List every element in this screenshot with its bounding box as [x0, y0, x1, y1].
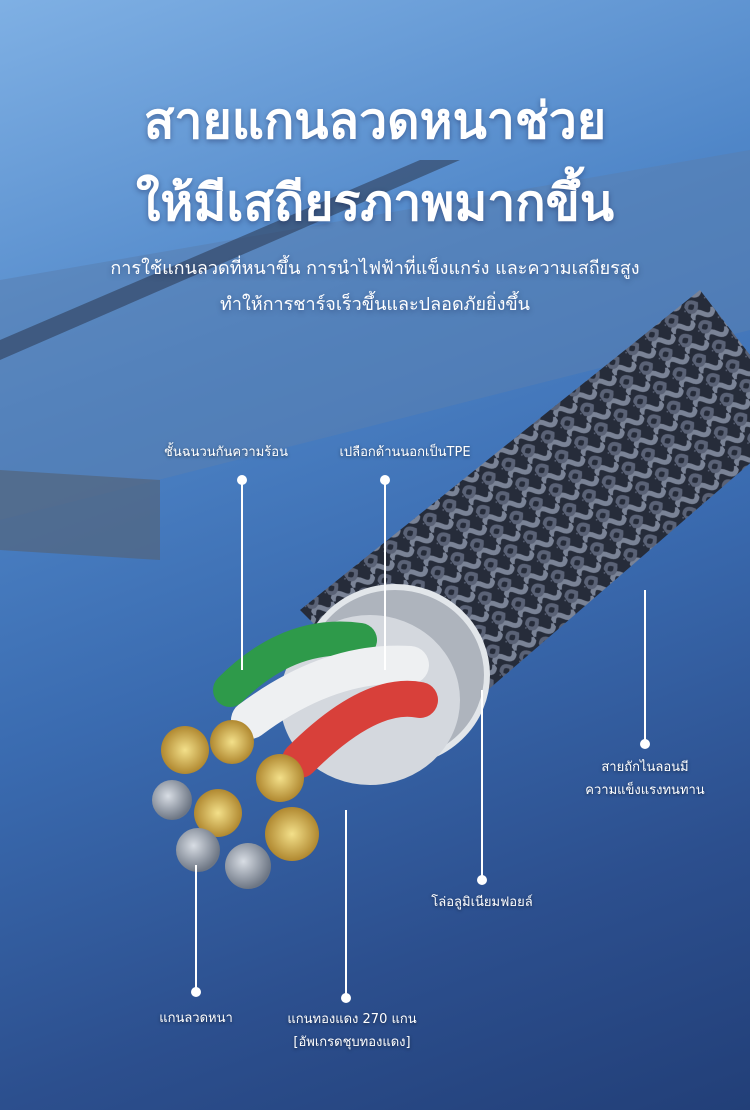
headline-line-1: สายแกนลวดหนาช่วย [143, 92, 607, 150]
copper-strand [161, 726, 209, 774]
subheadline-line-2: ทำให้การชาร์จเร็วขึ้นและปลอดภัยยิ่งขึ้น [220, 294, 530, 315]
callout-line [384, 480, 386, 670]
callout-braid-line-1: สายถักไนลอนมี [601, 760, 689, 775]
white-wire [231, 645, 429, 739]
callout-thick-core: แกนลวดหนา [159, 1011, 233, 1026]
callout-line [644, 590, 646, 744]
background-slab [0, 470, 160, 560]
callout-outer-jacket: เปลือกด้านนอกเป็นTPE [339, 445, 471, 460]
callout-copper: แกนทองแดง 270 แกน [อัพเกรดชุบทองแดง] [287, 1008, 416, 1054]
red-wire [282, 680, 438, 778]
callout-line [481, 690, 483, 880]
callout-dot [341, 993, 351, 1003]
green-wire [213, 621, 377, 707]
callout-dot [477, 875, 487, 885]
callout-line [241, 480, 243, 670]
copper-strand [194, 789, 242, 837]
steel-core [176, 828, 220, 872]
background-slab [0, 160, 460, 360]
callout-dot [191, 987, 201, 997]
callout-line [345, 810, 347, 998]
callout-dot [640, 739, 650, 749]
steel-core [152, 780, 192, 820]
headline-line-2: ให้มีเสถียรภาพมากขึ้น [135, 174, 615, 232]
callout-copper-line-2: [อัพเกรดชุบทองแดง] [293, 1035, 411, 1050]
copper-strand [210, 720, 254, 764]
copper-strand [265, 807, 319, 861]
callout-insulation: ชั้นฉนวนกันความร้อน [164, 445, 288, 460]
callout-line [195, 865, 197, 992]
callout-braid: สายถักไนลอนมี ความแข็งแรงทนทาน [585, 756, 704, 802]
subheadline-line-1: การใช้แกนลวดที่หนาขึ้น การนำไฟฟ้าที่แข็ง… [110, 258, 640, 279]
background-slab [0, 150, 750, 520]
copper-strand [256, 754, 304, 802]
callout-foil: โล่อลูมิเนียมฟอยล์ [431, 895, 533, 910]
steel-core [225, 843, 271, 889]
callout-copper-line-1: แกนทองแดง 270 แกน [287, 1012, 417, 1027]
callout-braid-line-2: ความแข็งแรงทนทาน [585, 783, 705, 798]
